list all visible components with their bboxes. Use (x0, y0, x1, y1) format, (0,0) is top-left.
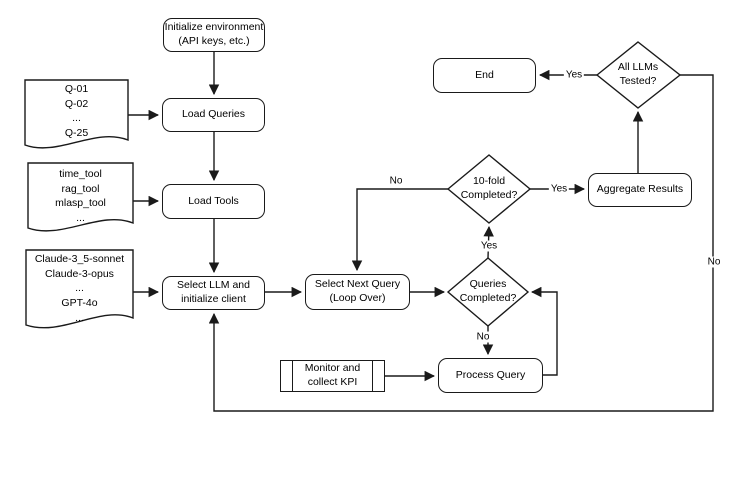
tools-document-text: time_tool rag_tool mlasp_tool ... (55, 168, 106, 225)
edge-all-llms-no-to-select-llm (208, 74, 714, 412)
label-all-llms-yes: Yes (563, 69, 585, 81)
kpi-right-bar (371, 361, 373, 391)
llms-document-text: Claude-3_5-sonnet Claude-3-opus ... GPT-… (34, 253, 125, 324)
label-all-llms-no: No (705, 256, 723, 268)
label-queries-completed-yes: Yes (478, 240, 500, 252)
queries-document-shape (24, 79, 129, 149)
tenfold-completed-text: 10-fold Completed? (460, 175, 518, 201)
kpi-left-bar (292, 361, 294, 391)
all-llms-tested-text: All LLMs Tested? (617, 61, 659, 87)
node-select-next-query: Select Next Query (Loop Over) (305, 274, 410, 310)
node-load-queries: Load Queries (162, 98, 265, 132)
node-end: End (433, 58, 536, 93)
node-monitor-collect-kpi: Monitor and collect KPI (280, 360, 385, 392)
node-initialize-environment: Initialize environment (API keys, etc.) (163, 18, 265, 52)
node-select-llm: Select LLM and initialize client (162, 276, 265, 310)
edge-tenfold-no-to-select-next-query (351, 188, 448, 272)
llms-document-shape (25, 249, 134, 329)
monitor-kpi-label: Monitor and collect KPI (304, 362, 361, 388)
node-process-query: Process Query (438, 358, 543, 393)
label-queries-completed-no: No (474, 331, 492, 343)
queries-document-text: Q-01 Q-02 ... Q-25 (64, 83, 89, 140)
tools-document-shape (27, 162, 134, 232)
queries-completed-text: Queries Completed? (459, 278, 517, 304)
queries-completed-diamond (446, 257, 530, 327)
node-load-tools: Load Tools (162, 184, 265, 219)
label-tenfold-no: No (387, 175, 405, 187)
edge-process-query-to-queries-completed (530, 286, 558, 376)
node-aggregate-results: Aggregate Results (588, 173, 692, 207)
label-tenfold-yes: Yes (548, 183, 570, 195)
